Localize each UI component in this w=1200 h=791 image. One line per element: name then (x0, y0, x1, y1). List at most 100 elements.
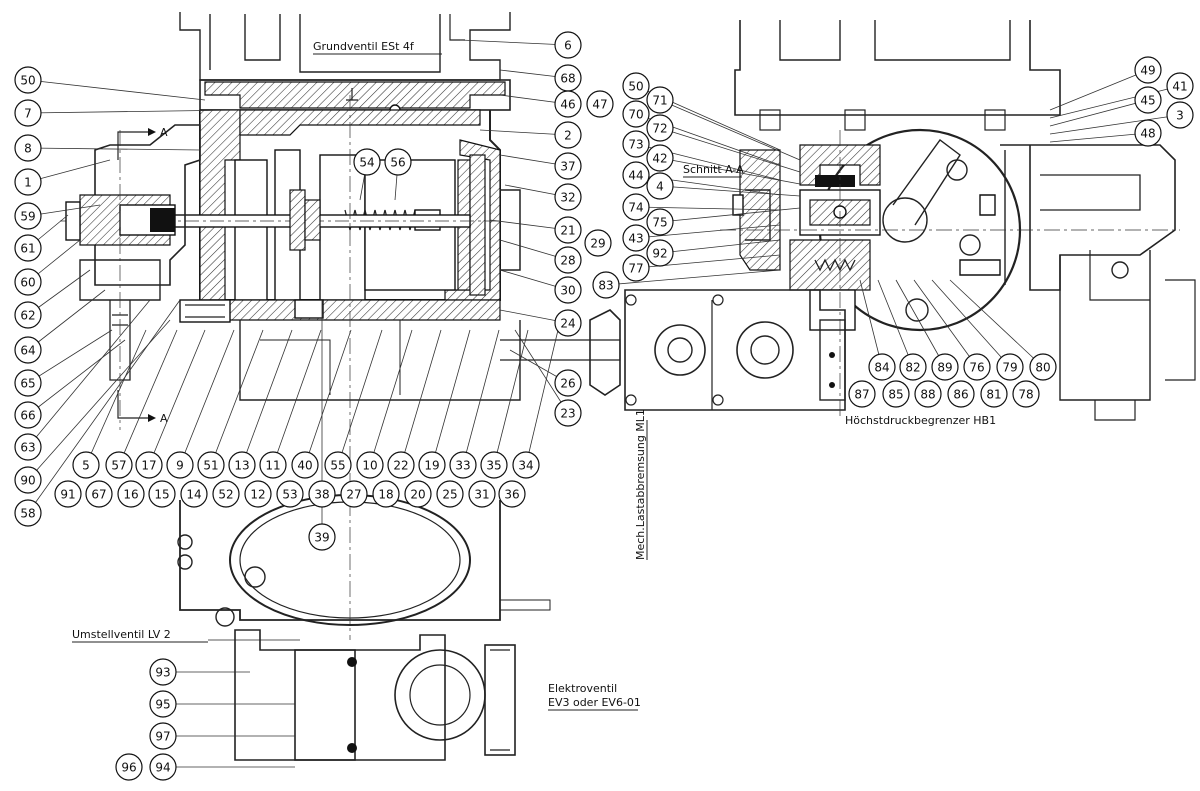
callout-circle (436, 480, 464, 508)
callout-number: 10 (362, 459, 377, 473)
callout-number: 74 (628, 201, 643, 215)
callout-68: 68 (554, 64, 582, 92)
callout-number: 71 (652, 94, 667, 108)
callout-circle (646, 86, 674, 114)
callout-83: 83 (592, 271, 620, 299)
pressure-limiter-drawing (624, 20, 1196, 421)
callout-number: 37 (560, 160, 575, 174)
callout-circle (418, 451, 446, 479)
callout-number: 6 (564, 39, 572, 53)
callout-11: 11 (259, 451, 287, 479)
callout-25: 25 (436, 480, 464, 508)
callout-number: 27 (346, 488, 361, 502)
callout-number: 18 (378, 488, 393, 502)
callout-circle (14, 268, 42, 296)
callout-circle (384, 148, 412, 176)
callout-circle (646, 172, 674, 200)
callout-60: 60 (14, 268, 42, 296)
callout-number: 14 (186, 488, 201, 502)
callout-16: 16 (117, 480, 145, 508)
leader-line (525, 329, 559, 466)
callout-28: 28 (554, 246, 582, 274)
callout-57: 57 (105, 451, 133, 479)
callout-number: 50 (628, 80, 643, 94)
callout-circle (54, 480, 82, 508)
callout-circle (356, 451, 384, 479)
callout-circle (1134, 56, 1162, 84)
callout-2: 2 (554, 121, 582, 149)
callout-9: 9 (166, 451, 194, 479)
callout-circle (554, 183, 582, 211)
callout-52: 52 (212, 480, 240, 508)
callout-circle (105, 451, 133, 479)
callout-8: 8 (14, 134, 42, 162)
callout-58: 58 (14, 499, 42, 527)
callout-number: 80 (1035, 361, 1050, 375)
callout-number: 44 (628, 169, 643, 183)
callout-72: 72 (646, 114, 674, 142)
callout-73: 73 (622, 130, 650, 158)
leader-line (304, 329, 352, 466)
callout-number: 35 (486, 459, 501, 473)
leader-line (514, 329, 569, 414)
leader-line (931, 279, 1011, 368)
callout-circle (14, 301, 42, 329)
callout-circle (554, 152, 582, 180)
callout-number: 81 (986, 388, 1001, 402)
callout-35: 35 (480, 451, 508, 479)
callout-number: 77 (628, 262, 643, 276)
callout-46: 46 (554, 90, 582, 118)
callout-56: 56 (384, 148, 412, 176)
callout-93: 93 (149, 658, 177, 686)
callout-circle (1029, 353, 1057, 381)
callout-circle (14, 202, 42, 230)
callout-number: 87 (854, 388, 869, 402)
callout-number: 33 (455, 459, 470, 473)
callout-number: 90 (20, 474, 35, 488)
callout-circle (308, 480, 336, 508)
callout-number: 38 (314, 488, 329, 502)
callout-number: 94 (155, 761, 170, 775)
callout-34: 34 (512, 451, 540, 479)
callout-number: 66 (20, 409, 35, 423)
callout-number: 30 (560, 284, 575, 298)
callout-96: 96 (115, 753, 143, 781)
callout-43: 43 (622, 224, 650, 252)
callout-circle (996, 353, 1024, 381)
leader-line (1049, 69, 1149, 111)
callout-number: 19 (424, 459, 439, 473)
callout-circle (1134, 119, 1162, 147)
callout-circle (554, 369, 582, 397)
callout-circle (324, 451, 352, 479)
callout-49: 49 (1134, 56, 1162, 84)
callout-number: 88 (920, 388, 935, 402)
leader-line (27, 339, 126, 416)
callout-number: 70 (628, 108, 643, 122)
callout-circle (646, 144, 674, 172)
callout-circle (622, 100, 650, 128)
callout-circle (554, 246, 582, 274)
callout-circle (554, 399, 582, 427)
callout-61: 61 (14, 234, 42, 262)
label-schnitt: Schnitt A-A (683, 163, 744, 176)
callout-41: 41 (1166, 72, 1194, 100)
callout-number: 41 (1172, 80, 1187, 94)
leader-line (479, 129, 569, 136)
callout-12: 12 (244, 480, 272, 508)
callout-number: 43 (628, 232, 643, 246)
callout-number: 76 (969, 361, 984, 375)
callout-19: 19 (418, 451, 446, 479)
callout-59: 59 (14, 202, 42, 230)
leader-line (27, 159, 111, 183)
callout-45: 45 (1134, 86, 1162, 114)
callout-92: 92 (646, 239, 674, 267)
callout-82: 82 (899, 353, 927, 381)
callout-number: 52 (218, 488, 233, 502)
callout-circle (963, 353, 991, 381)
callout-circle (480, 451, 508, 479)
callout-number: 93 (155, 666, 170, 680)
callout-circle (931, 353, 959, 381)
callout-97: 97 (149, 722, 177, 750)
callout-27: 27 (340, 480, 368, 508)
